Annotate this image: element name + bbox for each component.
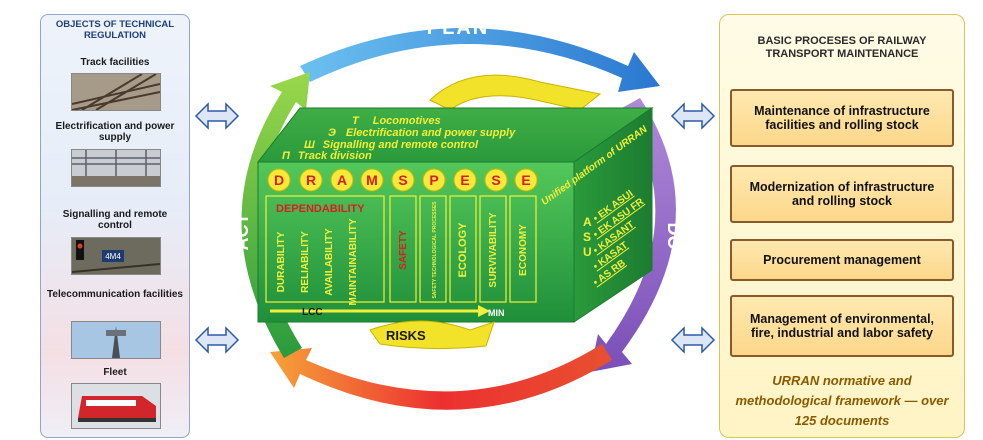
- letter-e: E: [521, 172, 530, 188]
- framework-note: URRAN normative and methodological frame…: [735, 373, 949, 428]
- column-label: SAFETY: [398, 230, 409, 270]
- do-arc: [590, 98, 676, 372]
- telecom-photo: [71, 321, 161, 359]
- track-photo: [71, 73, 161, 111]
- letter-circle: [299, 168, 323, 192]
- letter-r: R: [306, 172, 316, 188]
- column-label: RELIABILITY: [300, 231, 311, 293]
- process-procurement: Procurement management: [730, 239, 954, 281]
- letter-p: P: [429, 172, 438, 188]
- column-box: [449, 195, 477, 303]
- fleet-photo: [71, 383, 161, 429]
- column-label: ECONOMY: [518, 224, 529, 276]
- min-label: MIN: [488, 308, 505, 318]
- plan-label: PLAN: [427, 17, 489, 39]
- dependability-label: DEPENDABILITY: [276, 203, 365, 215]
- letter-circle: [422, 168, 446, 192]
- column-label: ECOLOGY: [457, 222, 469, 278]
- column-box: [419, 195, 447, 303]
- electrification-photo: [71, 149, 161, 187]
- letter-e: E: [460, 172, 469, 188]
- letter-circle: [330, 168, 354, 192]
- letter-s: S: [491, 172, 500, 188]
- letter-d: D: [274, 172, 284, 188]
- right-double-arrow-top: [670, 102, 716, 130]
- objects-panel: OBJECTS OF TECHNICAL REGULATION Track fa…: [40, 14, 190, 438]
- letter-s: S: [398, 172, 407, 188]
- signal-sign-text: 4M4: [105, 252, 121, 261]
- column-label: SURVIVABILITY: [488, 212, 499, 288]
- process-safety-management: Management of environmental, fire, indus…: [730, 295, 954, 357]
- letter-m: M: [366, 172, 378, 188]
- object-label-track: Track facilities: [80, 57, 150, 68]
- signalling-photo: 4M4: [71, 237, 161, 275]
- column-box: [509, 195, 537, 303]
- letter-a: A: [337, 172, 347, 188]
- risks-bottom-swirl: [369, 320, 495, 350]
- column-label: AVAILABILITY: [324, 228, 335, 296]
- letter-circle: [360, 168, 384, 192]
- left-double-arrow-bottom: [194, 326, 240, 354]
- property-columns: DURABILITY RELIABILITY AVAILABILITY MAINTAI…: [276, 195, 537, 306]
- letter-circle: [484, 168, 508, 192]
- process-maintenance: Maintenance of infrastructure facilities…: [730, 89, 954, 147]
- letter-circle: [267, 168, 291, 192]
- dependability-box: [265, 195, 385, 303]
- process-modernization: Modernization of infrastructure and roll…: [730, 165, 954, 223]
- act-label: ACT: [232, 214, 252, 251]
- left-double-arrow-top: [194, 102, 240, 130]
- processes-panel: BASIC PROCESES OF RAILWAY TRANSPORT MAIN…: [719, 14, 965, 438]
- object-label-telecom: Telecommunication facilities: [47, 289, 183, 300]
- check-label: CHECK: [414, 411, 490, 433]
- risks-top-swirl: [429, 74, 602, 111]
- processes-panel-title: BASIC PROCESES OF RAILWAY TRANSPORT MAIN…: [757, 35, 927, 60]
- column-box: [389, 195, 417, 303]
- check-arc: [270, 344, 612, 410]
- letter-circle: [453, 168, 477, 192]
- lcc-label: LCC: [302, 307, 323, 318]
- letter-circle: [514, 168, 538, 192]
- lcc-arrowhead: [478, 305, 490, 317]
- letter-circle: [391, 168, 415, 192]
- column-label: DURABILITY: [276, 231, 287, 292]
- column-box: [479, 195, 507, 303]
- object-label-electrification: Electrification and power supply: [55, 121, 175, 143]
- object-label-fleet: Fleet: [103, 367, 127, 378]
- column-label: MAINTAINABILITY: [348, 218, 359, 305]
- risks-bottom-label: RISKS: [386, 328, 426, 343]
- do-label: DO: [664, 223, 684, 250]
- object-label-signalling: Signalling and remote control: [62, 209, 168, 231]
- plan-arc: [300, 28, 660, 92]
- right-double-arrow-bottom: [670, 326, 716, 354]
- objects-panel-title: OBJECTS OF TECHNICAL REGULATION: [55, 19, 175, 41]
- column-label: SAFETY TECHNOLOGICAL PROCESSES: [432, 201, 438, 299]
